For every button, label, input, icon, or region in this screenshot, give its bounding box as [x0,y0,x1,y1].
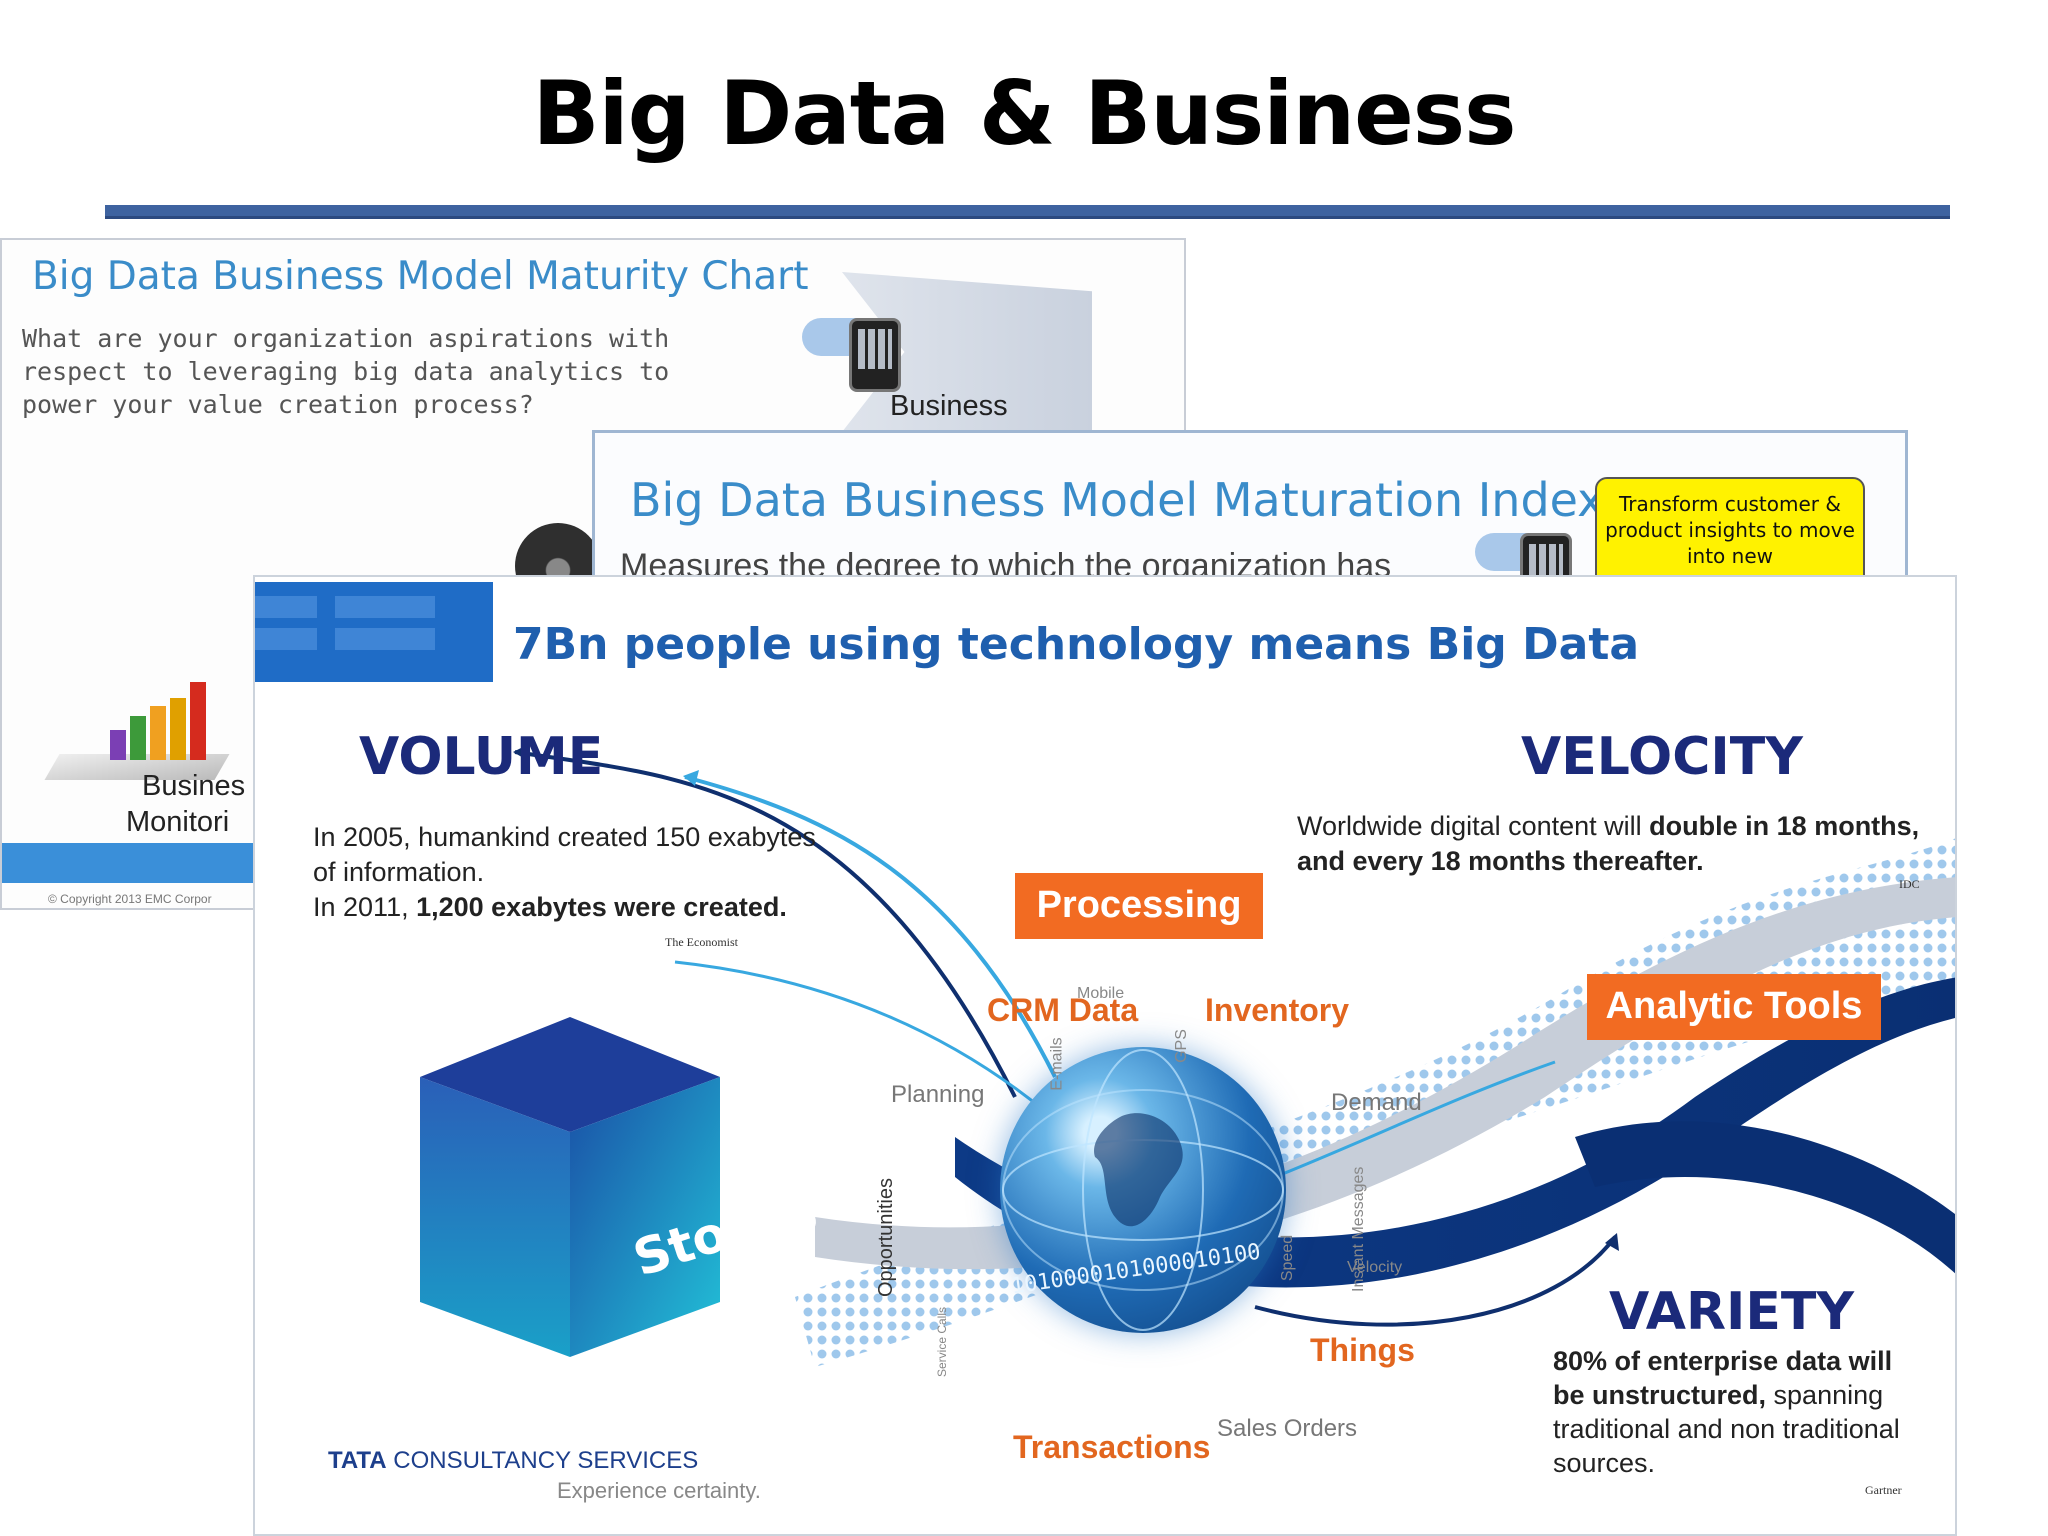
brand-name-bold: TATA [328,1447,387,1474]
velocity-line-bold: and every 18 months thereafter. [1297,846,1704,876]
partial-label: Monitori [126,806,230,838]
demand-label: Demand [1331,1089,1422,1116]
title-divider [105,205,1950,219]
slide-big-data-infographic: 7Bn people using technology means Big Da… [253,575,1957,1536]
velocity-small-label: Velocity [1347,1259,1403,1276]
velocity-heading: VELOCITY [1521,727,1803,787]
storage-cube-graphic [420,1017,720,1357]
volume-heading: VOLUME [359,727,604,787]
mobile-label: Mobile [1077,985,1125,1002]
company-logo-text: TATA CONSULTANCY SERVICES [328,1447,698,1475]
crm-data-label: CRM Data [987,992,1139,1028]
velocity-line: Worldwide digital content will double in… [1297,809,1919,844]
source-citation: IDC [1899,877,1920,891]
slide-title: 7Bn people using technology means Big Da… [513,619,1640,670]
volume-line-bold: 1,200 exabytes were created. [416,892,787,922]
slide-header: 7Bn people using technology means Big Da… [255,577,1955,682]
inventory-label: Inventory [1205,992,1350,1028]
source-citation: The Economist [665,935,738,949]
volume-line-prefix: In 2011, [313,892,417,922]
variety-line-bold: 80% of enterprise data will [1553,1346,1893,1376]
slide-title: Big Data Business Model Maturity Chart [32,254,809,299]
copyright-text: © Copyright 2013 EMC Corpor [48,892,212,906]
things-label: Things [1310,1332,1415,1368]
volume-line: In 2005, humankind created 150 exabytes [313,822,816,852]
volume-line: of information. [313,857,485,887]
source-citation: Gartner [1865,1483,1902,1497]
variety-line: 80% of enterprise data will [1553,1344,1892,1379]
slide-question: What are your organization aspirations w… [22,324,670,419]
variety-line: be unstructured, spanning [1553,1378,1883,1413]
opportunities-label: Opportunities [875,1178,897,1297]
business-label: Business [890,390,1008,422]
planning-label: Planning [891,1081,985,1108]
transactions-label: Transactions [1013,1429,1211,1465]
volume-line: In 2011, 1,200 exabytes were created. [313,890,787,925]
velocity-line-prefix: Worldwide digital content will [1297,811,1650,841]
variety-line-rest: spanning [1766,1380,1884,1410]
velocity-line: and every 18 months thereafter. [1297,844,1704,879]
smartphone-icon [849,318,901,392]
header-logo-block [255,582,493,682]
company-tagline: Experience certainty. [557,1478,761,1503]
gps-label: GPS [1172,1029,1190,1063]
instant-messages-label: Instant Messages [1350,1166,1367,1292]
page-title: Big Data & Business [532,62,1516,165]
brand-name-rest: CONSULTANCY SERVICES [386,1447,699,1474]
variety-line: sources. [1553,1448,1656,1478]
analytic-tools-label: Analytic Tools [1587,974,1881,1040]
variety-line: traditional and non traditional [1553,1414,1900,1444]
emails-label: E-mails [1048,1037,1066,1091]
bar-chart-icon [44,670,230,780]
partial-label: Busines [142,770,246,802]
processing-label: Processing [1015,873,1263,939]
service-calls-label: Service Calls [935,1306,949,1377]
velocity-line-bold: double in 18 months, [1649,811,1920,841]
speed-label: Speed [1279,1234,1297,1282]
variety-heading: VARIETY [1609,1282,1854,1342]
sales-orders-label: Sales Orders [1217,1415,1358,1442]
slide-title: Big Data Business Model Maturation Index [630,473,1605,527]
variety-line-bold: be unstructured, [1553,1380,1767,1410]
globe-icon [1000,1047,1286,1333]
